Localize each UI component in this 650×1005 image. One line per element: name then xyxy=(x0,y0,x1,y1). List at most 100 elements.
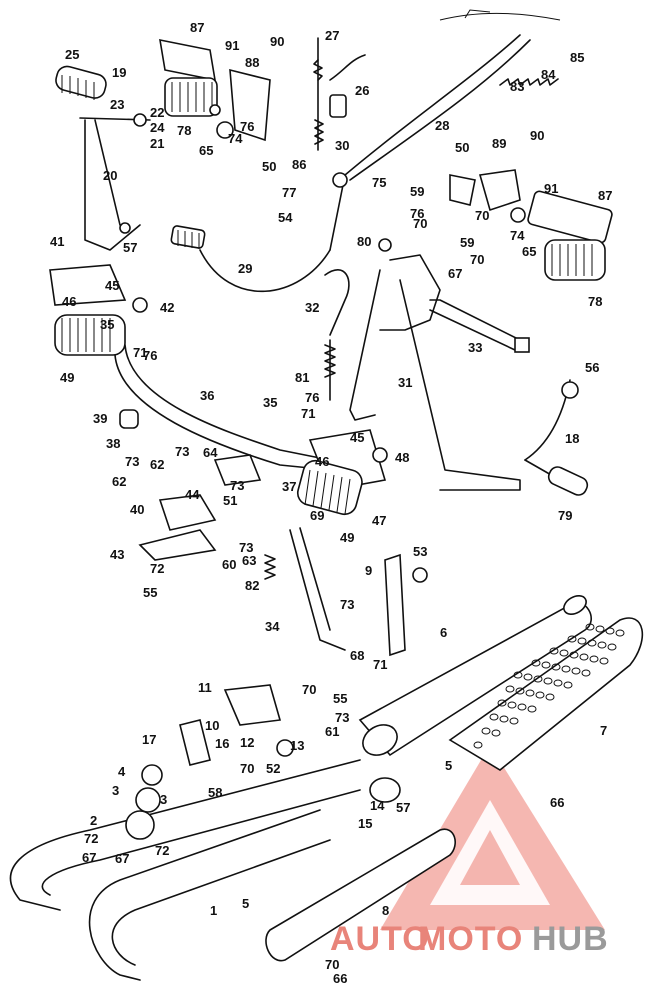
part-label-83: 83 xyxy=(510,79,524,94)
part-label-4: 4 xyxy=(118,764,126,779)
part-label-76: 76 xyxy=(143,348,157,363)
part-label-85: 85 xyxy=(570,50,584,65)
part-label-67: 67 xyxy=(115,851,129,866)
part-label-15: 15 xyxy=(358,816,372,831)
part-label-36: 36 xyxy=(200,388,214,403)
part-label-61: 61 xyxy=(325,724,339,739)
part-label-71: 71 xyxy=(133,345,147,360)
part-label-18: 18 xyxy=(565,431,579,446)
center-stand xyxy=(324,238,530,491)
part-label-11: 11 xyxy=(198,680,212,695)
part-label-40: 40 xyxy=(130,502,144,517)
part-label-55: 55 xyxy=(333,691,347,706)
footrest-bar xyxy=(114,344,331,471)
part-label-49: 49 xyxy=(60,370,74,385)
part-label-12: 12 xyxy=(240,735,254,750)
shield-hole xyxy=(569,651,579,659)
gear-pedal xyxy=(170,172,348,293)
part-label-47: 47 xyxy=(372,513,386,528)
part-label-70: 70 xyxy=(413,216,427,231)
part-label-45: 45 xyxy=(105,278,119,293)
shield-hole xyxy=(605,627,615,635)
shield-hole xyxy=(525,689,535,697)
shield-hole xyxy=(533,675,543,683)
part-label-70: 70 xyxy=(302,682,316,697)
shield-hole xyxy=(545,693,555,701)
heat-shield-lower xyxy=(265,828,456,962)
kick-lever xyxy=(524,379,589,496)
shield-hole xyxy=(585,623,595,631)
part-label-48: 48 xyxy=(395,450,409,465)
shield-hole xyxy=(599,657,609,665)
part-label-62: 62 xyxy=(150,457,164,472)
part-label-45: 45 xyxy=(350,430,364,445)
part-label-46: 46 xyxy=(62,294,76,309)
part-label-71: 71 xyxy=(301,406,315,421)
passenger-footrest-right xyxy=(449,169,613,281)
part-label-59: 59 xyxy=(410,184,424,199)
part-label-89: 89 xyxy=(492,136,506,151)
part-label-50: 50 xyxy=(262,159,276,174)
part-label-75: 75 xyxy=(372,175,386,190)
part-label-56: 56 xyxy=(585,360,599,375)
shield-hole xyxy=(499,715,509,723)
part-label-70: 70 xyxy=(475,208,489,223)
shield-hole xyxy=(597,641,607,649)
part-label-33: 33 xyxy=(468,340,482,355)
part-label-72: 72 xyxy=(150,561,164,576)
shield-hole xyxy=(497,699,507,707)
part-label-20: 20 xyxy=(103,168,117,183)
part-label-59: 59 xyxy=(460,235,474,250)
part-label-21: 21 xyxy=(150,136,164,151)
shield-hole xyxy=(543,677,553,685)
shield-hole xyxy=(595,625,605,633)
part-label-88: 88 xyxy=(245,55,259,70)
part-label-26: 26 xyxy=(355,83,369,98)
part-label-70: 70 xyxy=(325,957,339,972)
shield-hole xyxy=(561,665,571,673)
part-label-74: 74 xyxy=(228,131,243,146)
heat-shield-upper xyxy=(448,617,644,771)
part-label-32: 32 xyxy=(305,300,319,315)
part-label-52: 52 xyxy=(266,761,280,776)
shield-hole xyxy=(517,703,527,711)
part-label-28: 28 xyxy=(435,118,449,133)
shield-hole xyxy=(607,643,617,651)
part-label-77: 77 xyxy=(282,185,296,200)
shield-hole xyxy=(491,729,501,737)
bracket-9 xyxy=(384,553,428,657)
part-label-67: 67 xyxy=(448,266,462,281)
part-label-27: 27 xyxy=(325,28,339,43)
mount-brackets xyxy=(138,454,262,561)
part-label-73: 73 xyxy=(175,444,189,459)
part-label-38: 38 xyxy=(106,436,120,451)
shield-hole xyxy=(579,653,589,661)
part-label-3: 3 xyxy=(160,792,167,807)
part-label-35: 35 xyxy=(100,317,114,332)
part-label-67: 67 xyxy=(82,850,96,865)
part-label-70: 70 xyxy=(470,252,484,267)
shield-hole xyxy=(541,661,551,669)
part-label-60: 60 xyxy=(222,557,236,572)
muffler xyxy=(358,595,592,757)
part-label-10: 10 xyxy=(205,718,219,733)
part-label-13: 13 xyxy=(290,738,304,753)
watermark-auto: AUTO xyxy=(330,920,430,958)
part-label-73: 73 xyxy=(125,454,139,469)
part-label-76: 76 xyxy=(305,390,319,405)
part-label-35: 35 xyxy=(263,395,277,410)
part-label-76: 76 xyxy=(410,206,424,221)
part-label-44: 44 xyxy=(185,487,200,502)
part-label-78: 78 xyxy=(177,123,191,138)
part-label-90: 90 xyxy=(270,34,284,49)
rider-footrest-left xyxy=(49,264,148,356)
part-label-82: 82 xyxy=(245,578,259,593)
part-label-54: 54 xyxy=(278,210,293,225)
part-label-42: 42 xyxy=(160,300,174,315)
part-label-73: 73 xyxy=(340,597,354,612)
shield-hole xyxy=(505,685,515,693)
shield-hole xyxy=(589,655,599,663)
part-label-50: 50 xyxy=(455,140,469,155)
part-label-91: 91 xyxy=(544,181,558,196)
